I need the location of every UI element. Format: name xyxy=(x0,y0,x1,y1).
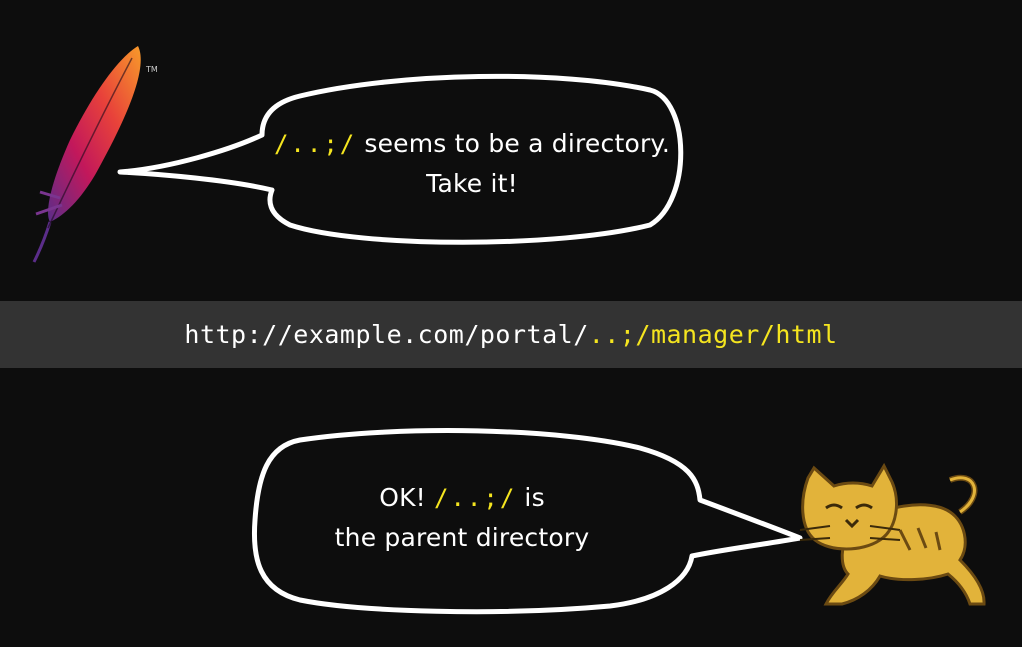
bubble-bottom-text-before: OK! xyxy=(379,483,435,512)
bubble-top-line-2: Take it! xyxy=(426,169,518,198)
path-traversal-code: /..;/ xyxy=(273,130,357,158)
url-text: http://example.com/portal/..;/manager/ht… xyxy=(0,301,1022,368)
speech-bubble-bottom-text: OK! /..;/ is the parent directory xyxy=(262,478,662,558)
speech-bubble-bottom xyxy=(251,428,803,615)
trademark-label: TM xyxy=(145,65,158,74)
bubble-top-line-1-text: seems to be a directory. xyxy=(356,129,671,158)
speech-bubble-top xyxy=(117,73,684,245)
path-traversal-code: /..;/ xyxy=(434,484,517,512)
url-prefix: http://example.com/portal/ xyxy=(184,320,589,349)
bubble-bottom-line-2: the parent directory xyxy=(334,523,590,552)
url-bar: http://example.com/portal/..;/manager/ht… xyxy=(0,301,1022,368)
tomcat-cat-icon xyxy=(799,462,986,606)
url-highlight: ..;/manager/html xyxy=(588,320,838,349)
bubble-bottom-text-after: is xyxy=(516,483,545,512)
bubble-top-line-1: /..;/ seems to be a directory. xyxy=(262,124,682,164)
bubble-bottom-line-1: OK! /..;/ is xyxy=(262,478,662,518)
speech-bubble-top-text: /..;/ seems to be a directory. Take it! xyxy=(262,124,682,204)
apache-feather-icon xyxy=(32,46,141,263)
